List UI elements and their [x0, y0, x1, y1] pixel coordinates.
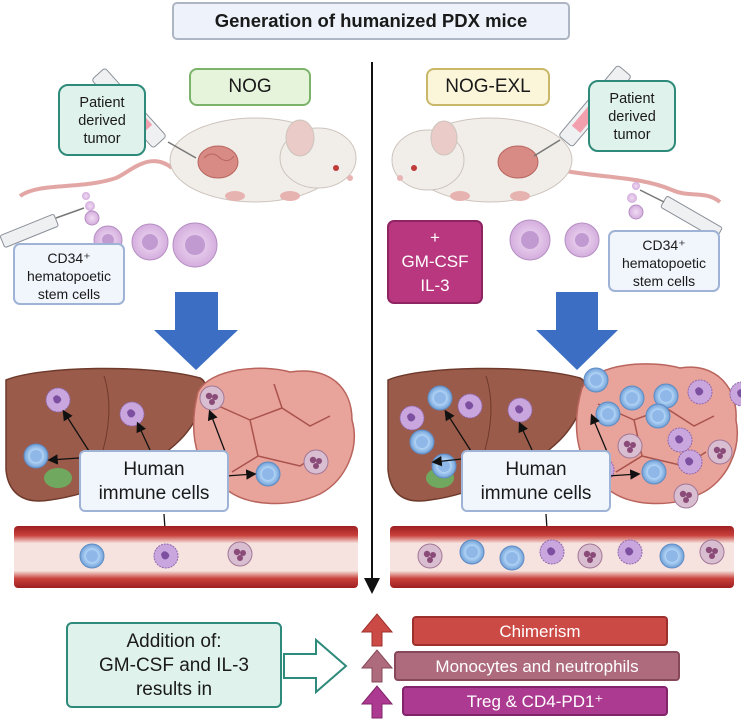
cd34-label-line: stem cells: [632, 273, 696, 289]
cd34-label-left: CD34⁺ hematopoetic stem cells: [13, 243, 125, 305]
cd34-label-right: CD34⁺ hematopoetic stem cells: [608, 230, 720, 292]
diagram-title: Generation of humanized PDX mice: [172, 2, 570, 40]
addition-label-line: GM-CSF and IL-3: [99, 655, 249, 676]
up-arrow-treg: [360, 685, 394, 719]
cd34-label-line: hematopoetic: [26, 268, 112, 284]
addition-box: Addition of: GM-CSF and IL-3 results in: [66, 622, 282, 708]
tumor-label-line: Patient: [79, 95, 125, 111]
up-arrow-monocytes: [360, 649, 394, 683]
immune-label-line: Human: [123, 459, 185, 480]
cd34-label-line: CD34⁺: [642, 237, 686, 253]
result-monocytes-neutrophils: Monocytes and neutrophils: [394, 651, 680, 681]
divider-arrowhead: [364, 578, 380, 594]
tumor-label-line: tumor: [613, 127, 651, 143]
cd34-label-line: stem cells: [37, 286, 101, 302]
result-treg-cd4-pd1: Treg & CD4-PD1⁺: [402, 686, 668, 716]
addition-label-line: Addition of:: [126, 631, 222, 652]
syringe-stem-left: [0, 207, 85, 248]
stem-cells-right: [509, 182, 644, 261]
hollow-arrow: [283, 637, 348, 695]
tumor-label-line: derived: [78, 113, 126, 129]
tumor-label-line: derived: [608, 109, 656, 125]
nog-mouse: [18, 117, 357, 203]
down-arrow-right: [536, 292, 618, 370]
immune-label-line: immune cells: [480, 483, 592, 504]
immune-label-line: immune cells: [98, 483, 210, 504]
nog-strain-label: NOG: [189, 68, 311, 106]
cytokine-label-line: GM-CSF: [401, 252, 469, 271]
addition-label-line: results in: [135, 679, 213, 700]
gm-csf-il3-box: + GM-CSF IL-3: [387, 220, 483, 304]
up-arrow-chimerism: [360, 613, 394, 647]
tumor-label-left: Patient derived tumor: [58, 84, 146, 156]
result-chimerism: Chimerism: [412, 616, 668, 646]
blood-vessel-left: [14, 526, 358, 588]
immune-cells-label-right: Human immune cells: [461, 450, 611, 512]
cd34-label-line: CD34⁺: [47, 250, 91, 266]
nog-exl-strain-label: NOG-EXL: [426, 68, 550, 106]
cd34-label-line: hematopoetic: [621, 255, 707, 271]
nog-exl-mouse: [391, 117, 722, 204]
cytokine-label-line: +: [430, 228, 440, 247]
tumor-label-line: tumor: [83, 131, 121, 147]
immune-label-line: Human: [505, 459, 567, 480]
cytokine-label-line: IL-3: [420, 276, 450, 295]
tumor-label-right: Patient derived tumor: [588, 80, 676, 152]
down-arrow-left: [154, 292, 238, 370]
immune-cells-label-left: Human immune cells: [79, 450, 229, 512]
tumor-label-line: Patient: [609, 91, 655, 107]
